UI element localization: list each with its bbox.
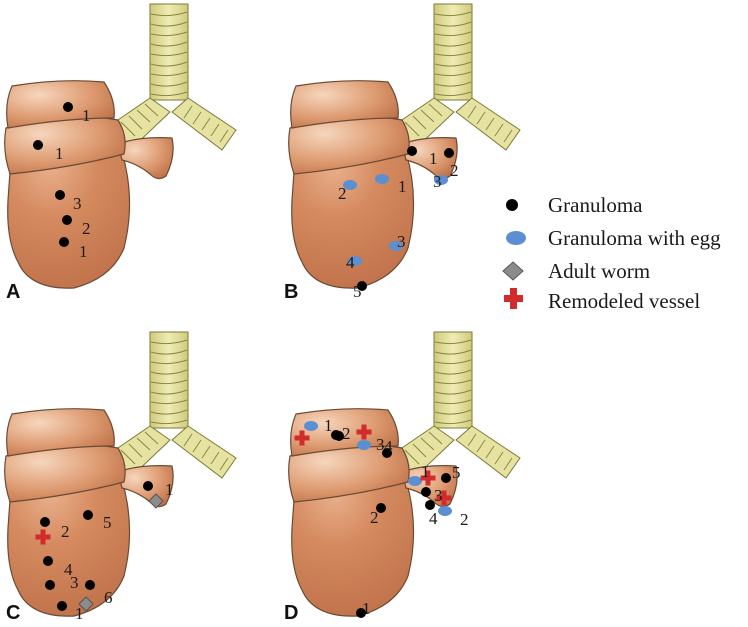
legend-item-granuloma: Granuloma	[506, 193, 643, 217]
granuloma-marker	[376, 503, 386, 513]
marker-layer: 1 2 5 43 6 1	[35, 480, 174, 623]
marker-number: 3	[397, 232, 406, 251]
egg-marker	[434, 175, 448, 185]
marker-number: 6	[104, 588, 113, 607]
granuloma-marker	[40, 517, 50, 527]
marker-number: 1	[55, 144, 64, 163]
legend-item-worm: Adult worm	[502, 259, 650, 283]
marker-number: 1	[75, 604, 84, 623]
marker-number: 2	[450, 161, 459, 180]
granuloma-marker	[59, 237, 69, 247]
panel-label: A	[6, 281, 20, 303]
marker-number: 1	[421, 462, 430, 481]
worm-marker	[78, 596, 94, 612]
granuloma-marker	[57, 601, 67, 611]
marker-number: 3	[433, 172, 442, 191]
marker-number: 1	[398, 177, 407, 196]
marker-number: 3	[70, 573, 79, 592]
egg-marker	[389, 241, 403, 251]
granuloma-marker	[43, 556, 53, 566]
marker-number: 4	[346, 253, 355, 272]
legend-item-egg: Granuloma with egg	[506, 226, 721, 250]
legend-label: Granuloma	[548, 193, 643, 217]
egg-marker	[304, 421, 318, 431]
marker-number: 1	[429, 149, 438, 168]
granuloma-marker	[63, 102, 73, 112]
granuloma-marker	[33, 140, 43, 150]
marker-number: 5	[353, 282, 362, 301]
marker-number: 4	[429, 509, 438, 528]
granuloma-marker	[143, 481, 153, 491]
granuloma-marker	[85, 580, 95, 590]
marker-number: 4	[384, 437, 393, 456]
worm-marker	[148, 493, 164, 509]
marker-number: 1	[82, 106, 91, 125]
marker-number: 3	[434, 486, 443, 505]
marker-number: 1	[79, 242, 88, 261]
marker-number: 5	[452, 463, 461, 482]
egg-marker	[343, 180, 357, 190]
marker-number: 2	[82, 219, 91, 238]
granuloma-marker	[357, 281, 367, 291]
marker-number: 1	[362, 599, 371, 618]
lung-illustration	[288, 331, 521, 617]
granuloma-icon	[506, 199, 518, 211]
vessel-marker	[35, 529, 51, 545]
vessel-marker	[294, 430, 310, 446]
marker-number: 2	[370, 508, 379, 527]
marker-number: 1	[324, 416, 333, 435]
granuloma-marker	[382, 448, 392, 458]
egg-marker	[438, 506, 452, 516]
granuloma-marker	[441, 473, 451, 483]
marker-number: 2	[342, 424, 351, 443]
granuloma-marker	[444, 148, 454, 158]
marker-number: 5	[103, 513, 112, 532]
legend-label: Adult worm	[548, 259, 650, 283]
worm-icon	[502, 261, 524, 281]
panel-label: D	[284, 602, 298, 624]
egg-marker	[348, 256, 362, 266]
granuloma-marker	[55, 190, 65, 200]
marker-number: 2	[338, 184, 347, 203]
vessel-marker	[356, 424, 372, 440]
egg-icon	[506, 231, 526, 245]
egg-marker	[357, 440, 371, 450]
granuloma-marker	[83, 510, 93, 520]
egg-marker	[375, 174, 389, 184]
marker-number: 2	[61, 522, 70, 541]
marker-number: 3	[376, 435, 385, 454]
lung-illustration	[4, 331, 237, 617]
legend: Granuloma Granuloma with egg Adult worm …	[502, 193, 721, 313]
vessel-marker	[420, 470, 436, 486]
legend-label: Remodeled vessel	[548, 289, 700, 313]
granuloma-marker	[62, 215, 72, 225]
vessel-icon	[504, 288, 523, 309]
granuloma-marker	[334, 431, 344, 441]
granuloma-marker	[45, 580, 55, 590]
legend-label: Granuloma with egg	[548, 226, 721, 250]
granuloma-marker	[356, 608, 366, 618]
marker-number: 4	[64, 560, 73, 579]
marker-number: 2	[460, 510, 469, 529]
panel-c: 1 2 5 43 6 1 C	[4, 331, 237, 624]
marker-number: 3	[73, 194, 82, 213]
granuloma-marker	[421, 487, 431, 497]
marker-number: 1	[165, 480, 174, 499]
vessel-marker	[436, 490, 452, 506]
egg-marker	[408, 476, 422, 486]
granuloma-marker	[407, 146, 417, 156]
legend-item-vessel: Remodeled vessel	[504, 288, 700, 313]
panel-label: C	[6, 602, 20, 624]
granuloma-marker	[425, 500, 435, 510]
panel-label: B	[284, 281, 298, 303]
